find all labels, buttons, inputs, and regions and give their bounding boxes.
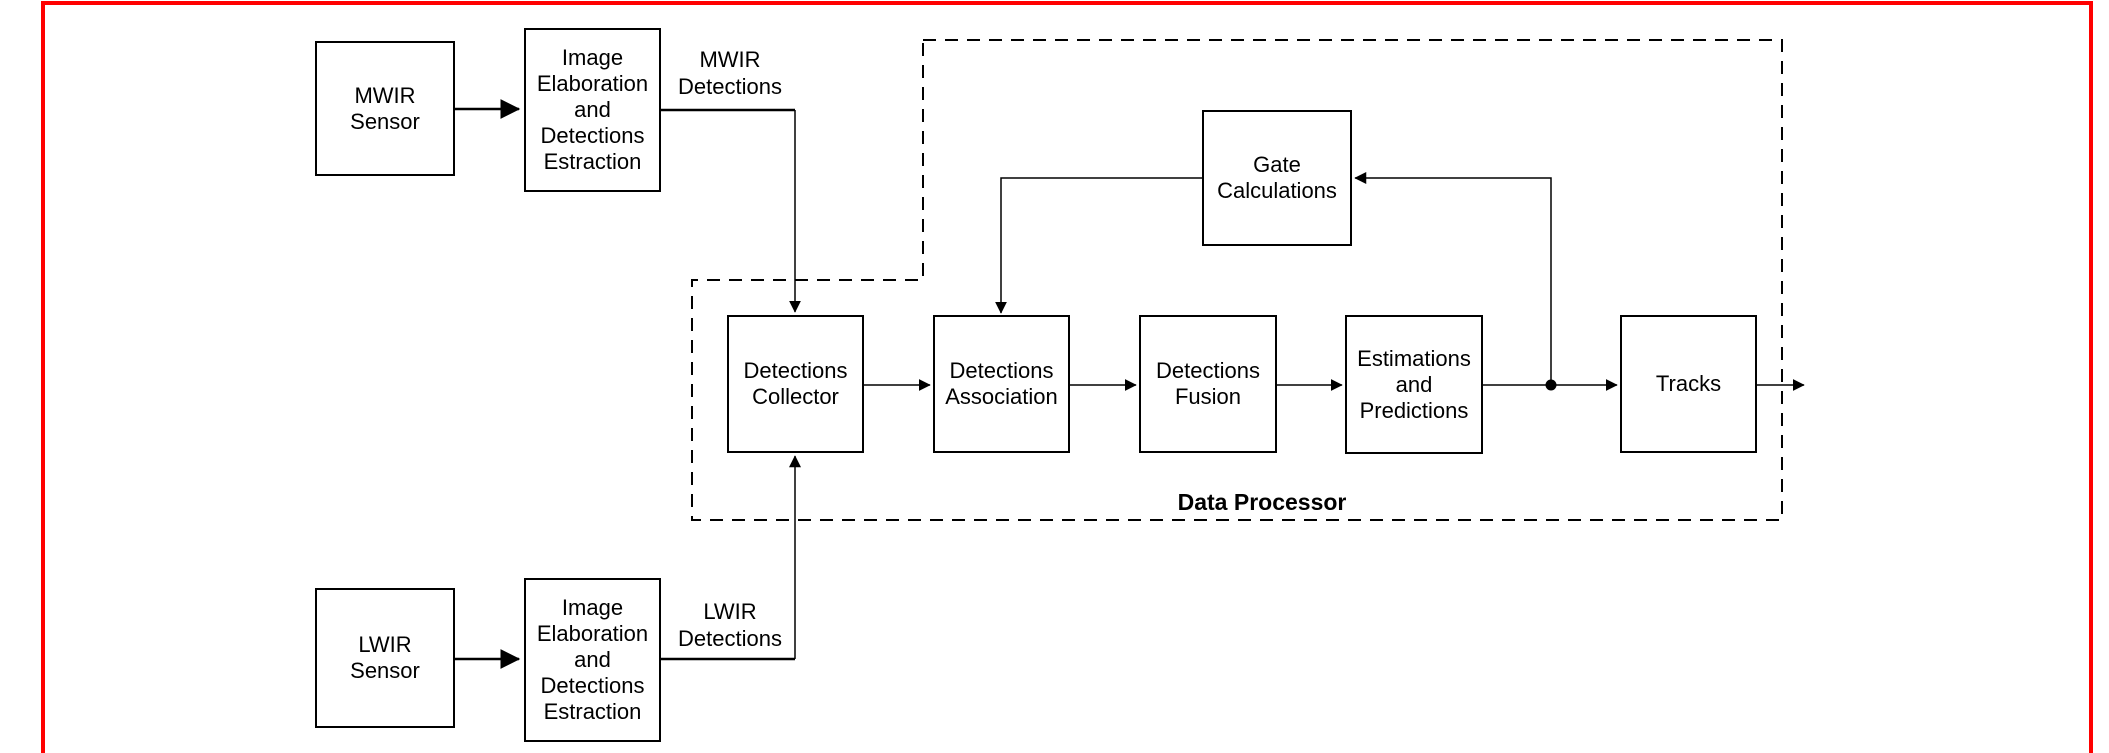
image-elaboration-bottom-label: Image Elaboration and Detections Estract… — [536, 595, 649, 724]
image-elaboration-bottom-box: Image Elaboration and Detections Estract… — [524, 578, 661, 742]
image-elaboration-top-box: Image Elaboration and Detections Estract… — [524, 28, 661, 192]
tracks-label: Tracks — [1655, 371, 1722, 396]
mwir-sensor-label: MWIR Sensor — [350, 82, 420, 134]
image-elaboration-top-label: Image Elaboration and Detections Estract… — [536, 45, 649, 174]
detections-fusion-label: Detections Fusion — [1156, 358, 1260, 409]
tracks-box: Tracks — [1620, 315, 1757, 453]
detections-fusion-box: Detections Fusion — [1139, 315, 1277, 453]
lwir-sensor-label: LWIR Sensor — [350, 632, 420, 683]
detections-collector-label: Detections Collector — [743, 358, 848, 409]
detections-association-box: Detections Association — [933, 315, 1070, 453]
junction-dot — [1545, 379, 1557, 391]
data-processor-dashed-boundary — [691, 39, 1783, 521]
connector-junction-to-gate-calculations — [1354, 172, 1552, 385]
connector-gate-calculations-to-association — [995, 177, 1202, 314]
detections-association-label: Detections Association — [945, 358, 1058, 409]
mwir-detections-label: MWIR Detections — [678, 47, 782, 99]
data-processor-region-label: Data Processor — [1177, 489, 1347, 515]
estimations-predictions-label: Estimations and Predictions — [1357, 345, 1471, 423]
red-border-frame — [41, 1, 2093, 753]
detections-collector-box: Detections Collector — [727, 315, 864, 453]
lwir-detections-label: LWIR Detections — [678, 599, 782, 651]
estimations-predictions-box: Estimations and Predictions — [1345, 315, 1483, 454]
lwir-sensor-box: LWIR Sensor — [315, 588, 455, 728]
gate-calculations-box: Gate Calculations — [1202, 110, 1352, 246]
mwir-sensor-box: MWIR Sensor — [315, 41, 455, 176]
gate-calculations-label: Gate Calculations — [1217, 152, 1337, 203]
